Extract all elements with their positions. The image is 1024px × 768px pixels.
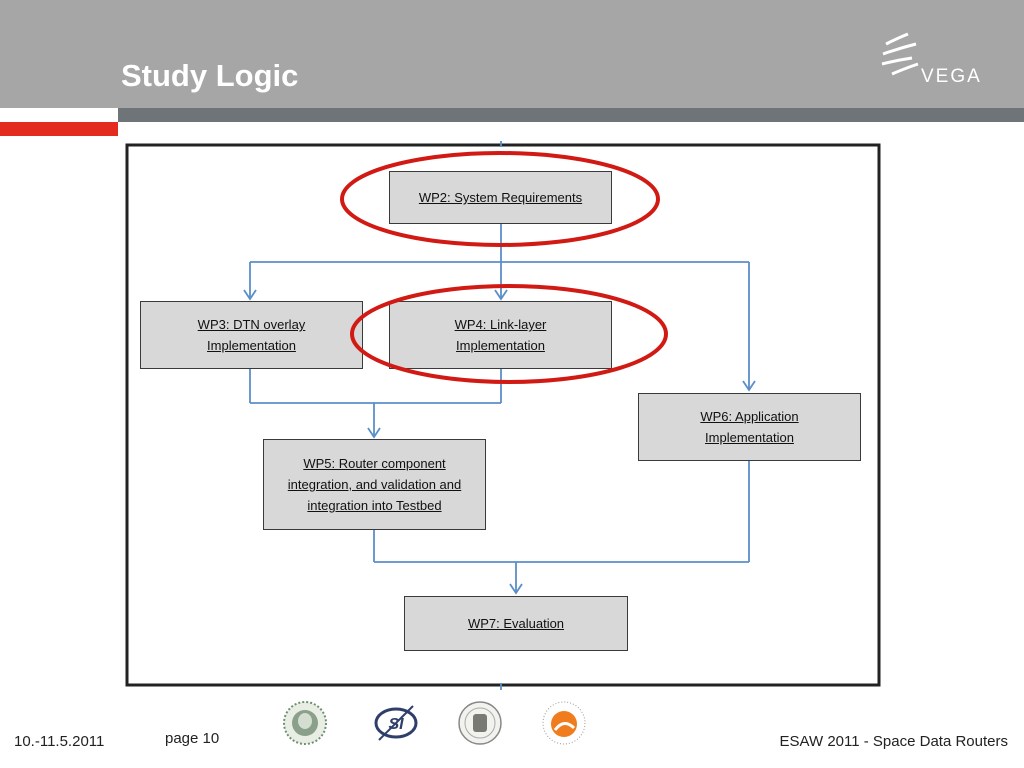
slide-title: Study Logic bbox=[121, 58, 299, 93]
node-wp2: WP2: System Requirements bbox=[389, 171, 612, 224]
node-wp5-line2: integration, and validation and bbox=[287, 477, 462, 492]
node-wp6-line2: Implementation bbox=[705, 430, 794, 445]
footer-date: 10.-11.5.2011 bbox=[14, 733, 105, 750]
node-wp3: WP3: DTN overlay Implementation bbox=[140, 301, 363, 369]
arrowhead-wp7 bbox=[509, 583, 523, 595]
svg-text:SI: SI bbox=[388, 716, 404, 733]
node-wp6-line1: WP6: Application bbox=[700, 409, 799, 424]
arrowhead-wp5 bbox=[367, 427, 381, 439]
arrowhead-wp6 bbox=[742, 380, 756, 392]
node-wp4: WP4: Link-layer Implementation bbox=[389, 301, 612, 369]
node-wp5-line3: integration into Testbed bbox=[307, 498, 442, 513]
footer-page-number: page 10 bbox=[165, 730, 220, 747]
node-wp4-line2: Implementation bbox=[456, 338, 545, 353]
vega-logo-icon bbox=[881, 32, 919, 76]
node-wp3-line1: WP3: DTN overlay bbox=[197, 317, 306, 332]
footer-conference: ESAW 2011 - Space Data Routers bbox=[779, 733, 1008, 750]
node-wp6: WP6: Application Implementation bbox=[638, 393, 861, 461]
node-wp5-line1: WP5: Router component bbox=[303, 456, 446, 471]
header-divider-red bbox=[0, 122, 118, 136]
header-divider-dark bbox=[118, 108, 1024, 122]
node-wp7-line1: WP7: Evaluation bbox=[467, 616, 565, 631]
node-wp4-line1: WP4: Link-layer bbox=[454, 317, 547, 332]
header-band bbox=[0, 0, 1024, 108]
crest-icon bbox=[458, 701, 502, 745]
node-wp5: WP5: Router component integration, and v… bbox=[263, 439, 486, 530]
university-orange-seal-icon bbox=[542, 701, 586, 745]
node-wp7: WP7: Evaluation bbox=[404, 596, 628, 651]
arrowhead-wp3 bbox=[243, 289, 257, 301]
node-wp3-line2: Implementation bbox=[207, 338, 296, 353]
si-logo-icon: SI bbox=[374, 705, 418, 741]
university-seal-icon bbox=[283, 701, 327, 745]
vega-logo-text: VEGA bbox=[921, 66, 982, 87]
node-wp2-line1: WP2: System Requirements bbox=[418, 190, 583, 205]
